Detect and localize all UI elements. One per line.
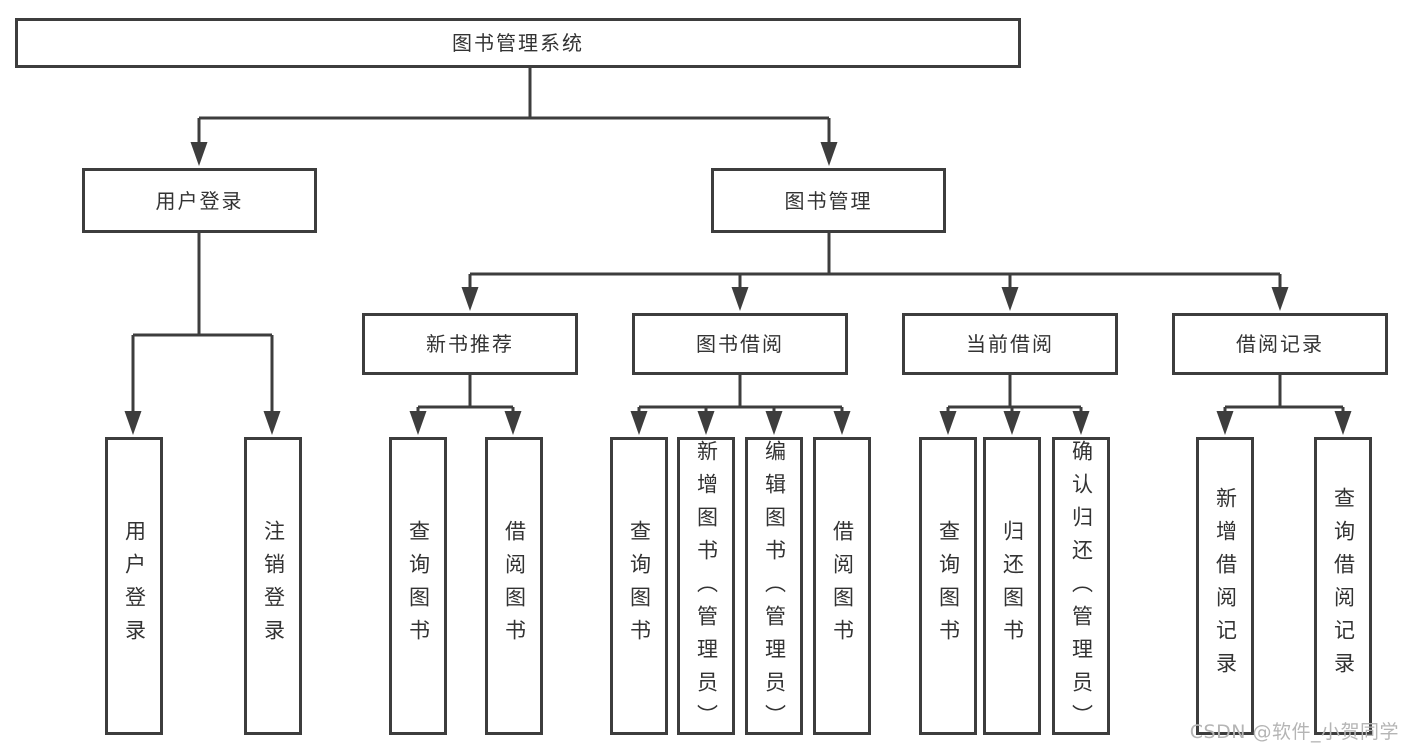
arrowhead-icon	[697, 411, 715, 435]
arrowhead-icon	[1334, 411, 1352, 435]
arrowhead-icon	[1001, 287, 1019, 311]
leaf-borrowing-query-books: 查询图书	[610, 437, 668, 735]
leaf-recommend-query-books: 查询图书	[389, 437, 447, 735]
node-book-management: 图书管理	[711, 168, 946, 233]
leaf-user-login: 用户登录	[105, 437, 163, 735]
node-new-book-recommend: 新书推荐	[362, 313, 578, 375]
connector-root-to-level2	[197, 68, 831, 145]
node-user-login: 用户登录	[82, 168, 317, 233]
arrowhead-icon	[820, 142, 838, 166]
leaf-borrowing-edit-books-admin: 编辑图书（管理员）	[745, 437, 803, 737]
arrowhead-icon	[1072, 411, 1090, 435]
leaf-borrowing-add-books-admin: 新增图书（管理员）	[677, 437, 735, 737]
connector-borrowing-records-to-leaves	[1223, 375, 1345, 414]
arrowhead-icon	[504, 411, 522, 435]
node-borrowing-records: 借阅记录	[1172, 313, 1388, 375]
leaf-current-confirm-return-admin: 确认归还（管理员）	[1052, 437, 1110, 737]
leaf-borrowing-borrow-books: 借阅图书	[813, 437, 871, 735]
arrowhead-icon	[833, 411, 851, 435]
connector-book-management-to-level3	[468, 233, 1282, 290]
leaf-logout: 注销登录	[244, 437, 302, 735]
arrowhead-icon	[731, 287, 749, 311]
arrowhead-icon	[190, 142, 208, 166]
node-current-borrowing: 当前借阅	[902, 313, 1118, 375]
leaf-current-query-books: 查询图书	[919, 437, 977, 735]
arrowhead-icon	[263, 411, 281, 435]
arrowhead-icon	[939, 411, 957, 435]
leaf-records-query-borrow-record: 查询借阅记录	[1314, 437, 1372, 735]
arrowhead-icon	[1216, 411, 1234, 435]
connector-book-borrowing-to-leaves	[637, 375, 844, 414]
arrowhead-icon	[461, 287, 479, 311]
connector-current-borrowing-to-leaves	[946, 375, 1083, 414]
arrowhead-icon	[765, 411, 783, 435]
connector-new-book-recommend-to-leaves	[416, 375, 515, 414]
node-book-borrowing: 图书借阅	[632, 313, 848, 375]
watermark: CSDN @软件_小贺同学	[1189, 721, 1399, 743]
arrowhead-icon	[1271, 287, 1289, 311]
leaf-current-return-books: 归还图书	[983, 437, 1041, 735]
arrowhead-icon	[630, 411, 648, 435]
arrowhead-icon	[124, 411, 142, 435]
connector-user-login-to-leaves	[131, 233, 274, 414]
arrowhead-icon	[409, 411, 427, 435]
node-library-management-system: 图书管理系统	[15, 18, 1021, 68]
arrowhead-icon	[1003, 411, 1021, 435]
leaf-records-add-borrow-record: 新增借阅记录	[1196, 437, 1254, 735]
leaf-recommend-borrow-books: 借阅图书	[485, 437, 543, 735]
